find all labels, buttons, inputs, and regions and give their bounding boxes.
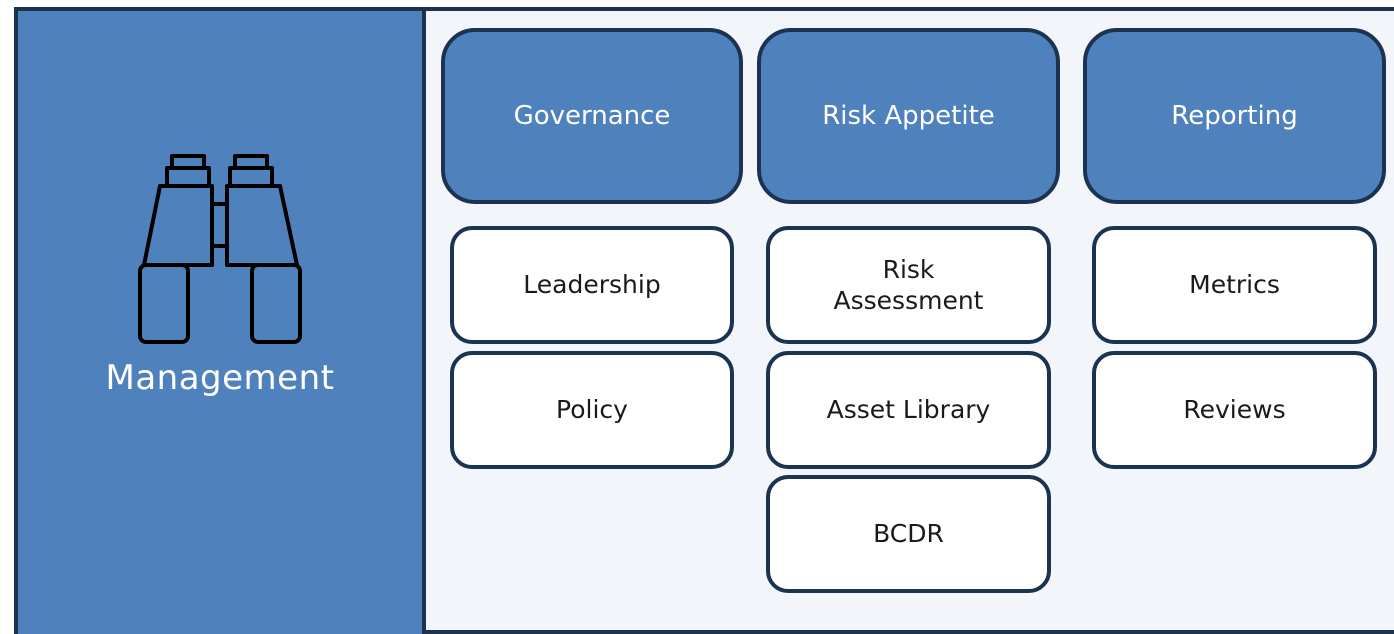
management-title: Management — [105, 358, 335, 398]
bcdr-box[interactable]: BCDR — [766, 475, 1051, 593]
risk-appetite-header[interactable]: Risk Appetite — [757, 28, 1060, 204]
binoculars-icon — [138, 154, 302, 344]
management-panel — [18, 11, 426, 634]
metrics-box[interactable]: Metrics — [1092, 226, 1377, 344]
risk-assessment-line1: Risk — [882, 254, 935, 284]
risk-assessment-box[interactable]: Risk Assessment — [766, 226, 1051, 344]
risk-assessment-label: Risk Assessment — [834, 254, 984, 317]
reviews-box[interactable]: Reviews — [1092, 351, 1377, 469]
policy-box[interactable]: Policy — [450, 351, 734, 469]
leadership-box[interactable]: Leadership — [450, 226, 734, 344]
risk-assessment-line2: Assessment — [833, 286, 984, 315]
asset-library-box[interactable]: Asset Library — [766, 351, 1051, 469]
reporting-header[interactable]: Reporting — [1083, 28, 1386, 204]
governance-header[interactable]: Governance — [441, 28, 743, 204]
